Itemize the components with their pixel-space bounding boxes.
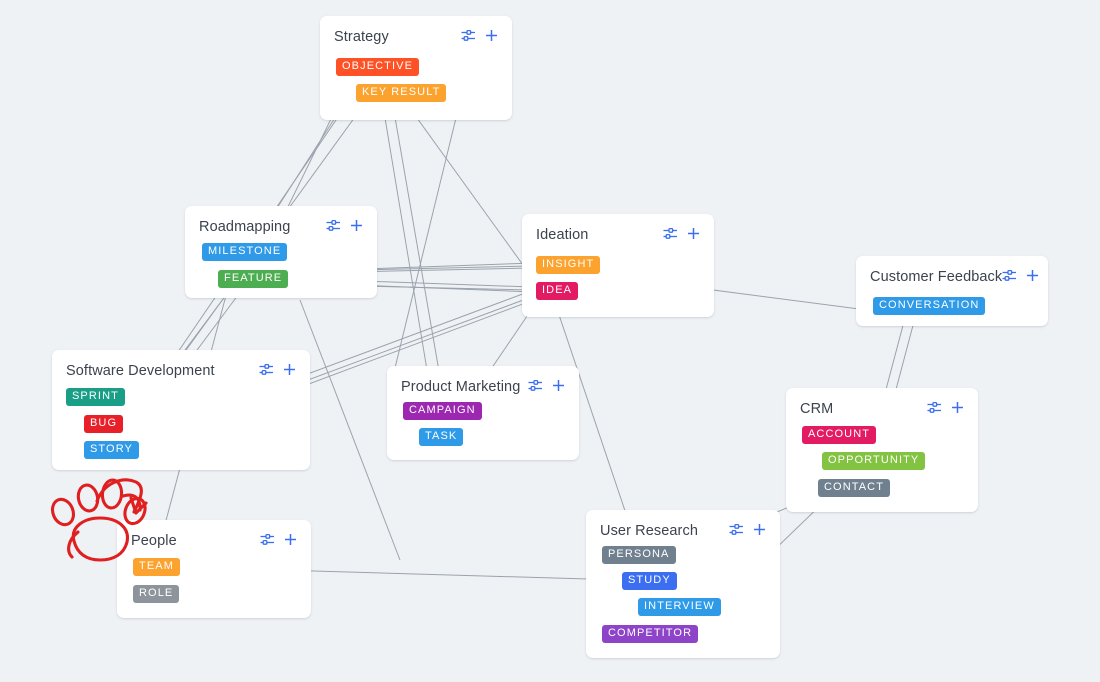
tag-bug[interactable]: BUG [84, 415, 124, 433]
card-actions [729, 523, 766, 541]
card-header: User Research [586, 510, 780, 541]
sliders-icon-svg [260, 533, 274, 545]
sliders-icon-svg [927, 401, 941, 413]
sliders-icon[interactable] [461, 29, 476, 47]
sliders-icon[interactable] [1002, 269, 1017, 287]
sliders-icon-svg [1002, 269, 1017, 281]
tag-task[interactable]: TASK [419, 428, 464, 446]
plus-icon[interactable] [350, 219, 363, 237]
plus-icon-svg [553, 380, 564, 391]
tag-objective[interactable]: OBJECTIVE [336, 58, 420, 76]
card-title: Product Marketing [401, 379, 521, 395]
tag-competitor[interactable]: COMPETITOR [602, 625, 699, 643]
plus-icon-svg [754, 524, 765, 535]
card-header: Software Development [52, 350, 310, 381]
sliders-icon-svg [528, 379, 542, 391]
card-title: Software Development [66, 363, 215, 379]
tag-account[interactable]: ACCOUNT [802, 426, 877, 444]
card-title: Ideation [536, 227, 589, 243]
sliders-icon[interactable] [259, 363, 274, 381]
card-header: People [117, 520, 311, 551]
tag-idea[interactable]: IDEA [536, 282, 579, 300]
card-actions [259, 363, 296, 381]
tag-key-result[interactable]: KEY RESULT [356, 84, 447, 102]
card-crm[interactable]: CRM ACCOUNT OPPORTUNITY CONTACT [786, 388, 978, 512]
tag-team[interactable]: TEAM [133, 558, 180, 576]
plus-icon-svg [952, 402, 963, 413]
sliders-icon[interactable] [260, 533, 275, 551]
tag-sprint[interactable]: SPRINT [66, 388, 125, 406]
plus-icon-svg [285, 534, 296, 545]
sliders-icon-svg [729, 523, 743, 535]
plus-icon-svg [688, 228, 699, 239]
sliders-icon-svg [259, 363, 273, 375]
plus-icon[interactable] [485, 29, 498, 47]
sliders-icon-svg [663, 227, 677, 239]
plus-icon[interactable] [1026, 269, 1039, 287]
sliders-icon[interactable] [528, 379, 543, 397]
card-actions [663, 227, 700, 245]
plus-icon-svg [284, 364, 295, 375]
sliders-icon-svg [326, 219, 340, 231]
tag-persona[interactable]: PERSONA [602, 546, 676, 564]
tag-insight[interactable]: INSIGHT [536, 256, 601, 274]
tag-study[interactable]: STUDY [622, 572, 677, 590]
sliders-icon[interactable] [729, 523, 744, 541]
card-header: CRM [786, 388, 978, 419]
card-title: User Research [600, 523, 698, 539]
card-actions [528, 379, 565, 397]
sliders-icon[interactable] [927, 401, 942, 419]
plus-icon-svg [351, 220, 362, 231]
card-actions [1002, 269, 1039, 287]
card-title: Strategy [334, 29, 389, 45]
sliders-icon-svg [461, 29, 475, 41]
tag-opportunity[interactable]: OPPORTUNITY [822, 452, 926, 470]
card-actions [927, 401, 964, 419]
tag-interview[interactable]: INTERVIEW [638, 598, 721, 616]
card-header: Roadmapping [185, 206, 377, 237]
plus-icon[interactable] [552, 379, 565, 397]
card-actions [326, 219, 363, 237]
card-actions [260, 533, 297, 551]
card-header: Product Marketing [387, 366, 579, 397]
plus-icon[interactable] [687, 227, 700, 245]
plus-icon[interactable] [753, 523, 766, 541]
tag-conversation[interactable]: CONVERSATION [873, 297, 986, 315]
tag-feature[interactable]: FEATURE [218, 270, 289, 288]
card-header: Customer Feedback [856, 256, 1048, 287]
sliders-icon[interactable] [326, 219, 341, 237]
tag-role[interactable]: ROLE [133, 585, 180, 603]
card-title: CRM [800, 401, 834, 417]
card-title: Roadmapping [199, 219, 291, 235]
card-header: Strategy [320, 16, 512, 47]
card-title: Customer Feedback [870, 269, 1003, 285]
plus-icon-svg [486, 30, 497, 41]
card-header: Ideation [522, 214, 714, 245]
plus-icon-svg [1027, 270, 1039, 281]
tag-story[interactable]: STORY [84, 441, 139, 459]
plus-icon[interactable] [283, 363, 296, 381]
plus-icon[interactable] [284, 533, 297, 551]
tag-campaign[interactable]: CAMPAIGN [403, 402, 482, 420]
curved-arrow-icon [95, 478, 148, 515]
sliders-icon[interactable] [663, 227, 678, 245]
plus-icon[interactable] [951, 401, 964, 419]
card-title: People [131, 533, 177, 549]
card-actions [461, 29, 498, 47]
tag-milestone[interactable]: MILESTONE [202, 243, 288, 261]
tag-contact[interactable]: CONTACT [818, 479, 891, 497]
